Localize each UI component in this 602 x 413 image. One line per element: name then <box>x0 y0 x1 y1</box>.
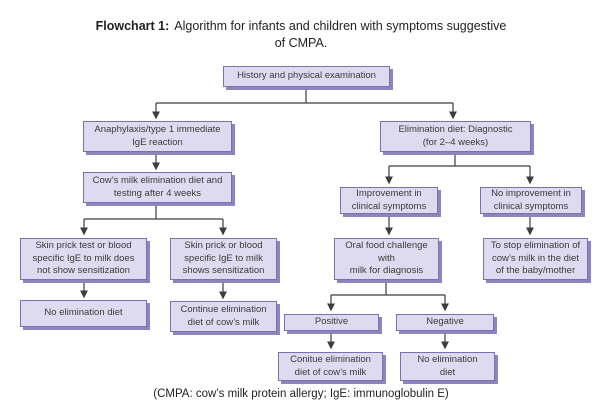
node-skin-prick-no-sensitization: Skin prick test or blood specific IgE to… <box>20 238 147 280</box>
node-positive: Positive <box>284 314 379 331</box>
connector-elimination-diet-split <box>389 152 530 167</box>
node-conitue-elimination-diet: Conitue elimination diet of cow’s milk <box>278 352 383 381</box>
node-no-elimination-diet: No elimination diet <box>20 300 147 327</box>
figure-title-text: Algorithm for infants and children with … <box>174 19 507 50</box>
node-cows-milk-elimination-diet: Cow’s milk elimination diet and testing … <box>83 172 232 203</box>
figure-caption: (CMPA: cow’s milk protein allergy; IgE: … <box>153 388 449 400</box>
node-elimination-diet-diagnostic: Elimination diet: Diagnostic (for 2–4 we… <box>380 121 531 152</box>
node-negative: Negative <box>396 314 494 331</box>
node-no-elimination-diet-bottom: No elimination diet <box>400 352 495 381</box>
node-history-physical-examination: History and physical examination <box>223 66 390 87</box>
node-no-improvement-clinical-symptoms: No improvement in clinical symptoms <box>480 187 582 214</box>
node-oral-food-challenge: Oral food challenge with milk for diagno… <box>334 238 439 280</box>
node-improvement-clinical-symptoms: Improvement in clinical symptoms <box>340 187 438 214</box>
figure-title: Flowchart 1: Algorithm for infants and ch… <box>91 18 511 52</box>
node-skin-prick-sensitization: Skin prick or blood specific IgE to milk… <box>170 238 277 280</box>
connector-history-split <box>156 87 453 104</box>
figure-title-label: Flowchart 1: <box>95 19 170 33</box>
connector-oral-food-split <box>331 280 445 296</box>
node-continue-elimination-diet: Continue elimination diet of cow’s milk <box>170 301 277 332</box>
connector-cows-milk-split <box>84 203 223 220</box>
node-anaphylaxis-ige-reaction: Anaphylaxis/type 1 immediate IgE reactio… <box>83 121 232 152</box>
node-stop-elimination: To stop elimination of cow’s milk in the… <box>483 238 588 280</box>
